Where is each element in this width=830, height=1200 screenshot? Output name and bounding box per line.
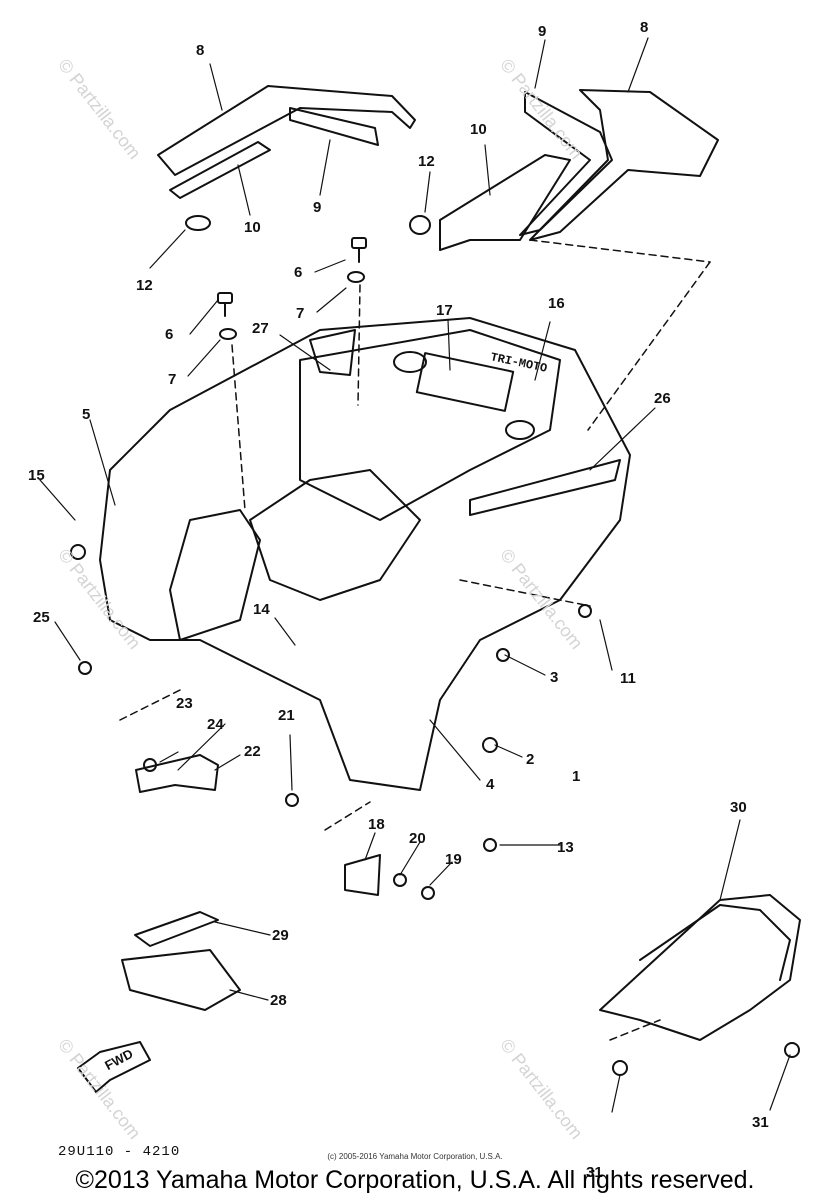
callout-12a: 12 [136,277,153,294]
callout-12b: 12 [418,153,435,170]
callout-21: 21 [278,707,295,724]
callout-13: 13 [557,839,574,856]
callout-28: 28 [270,992,287,1009]
callout-6b: 6 [165,326,174,343]
callout-29: 29 [272,927,289,944]
bracket-22 [135,754,219,793]
small-copyright: (c) 2005-2016 Yamaha Motor Corporation, … [327,1152,503,1161]
callout-20: 20 [409,830,426,847]
grommet-12-left [185,215,211,231]
callout-30: 30 [730,799,747,816]
callout-8a: 8 [196,42,205,59]
fender-side-panel [169,509,261,641]
bracket-18 [344,854,381,896]
rear-fender [99,317,631,791]
callout-18: 18 [368,816,385,833]
callout-10b: 10 [470,121,487,138]
flap-10-right [439,154,571,251]
grommet-12-right [409,215,431,235]
callout-4: 4 [486,776,495,793]
callout-9a: 9 [313,199,322,216]
plate-29 [134,911,219,947]
fwd-arrow [77,1041,151,1093]
callout-15: 15 [28,467,45,484]
callout-25: 25 [33,609,50,626]
callout-31b: 31 [586,1164,603,1181]
flap-9-left [289,107,379,146]
callout-27: 27 [252,320,269,337]
callout-7b: 7 [168,371,177,388]
flap-8-left [157,85,416,176]
callout-23: 23 [176,695,193,712]
fender-inner-cutout [249,469,421,601]
fender-window-17 [415,352,515,412]
flap-9-right [519,91,613,236]
callout-3: 3 [550,669,559,686]
callout-19: 19 [445,851,462,868]
callout-1: 1 [572,768,581,785]
washer-7-a [347,271,365,283]
callout-6a: 6 [294,264,303,281]
copyright-notice: ©2013 Yamaha Motor Corporation, U.S.A. A… [75,1166,755,1194]
bolt-6-b [217,292,233,304]
callout-2: 2 [526,751,535,768]
diagram-part-number: 29U110 - 4210 [58,1144,181,1160]
callout-24: 24 [207,716,224,733]
callout-8b: 8 [640,19,649,36]
callout-5: 5 [82,406,91,423]
callout-11: 11 [620,670,636,687]
flap-8-right [529,89,719,241]
reflector-26 [469,459,621,516]
callout-9b: 9 [538,23,547,40]
callout-14: 14 [253,601,270,618]
flap-28 [121,949,241,1011]
callout-31a: 31 [752,1114,769,1131]
callout-10a: 10 [244,219,261,236]
flap-10-left [169,141,271,199]
bolt-6-a [351,237,367,249]
grab-bar-30 [599,894,801,1041]
callout-26: 26 [654,390,671,407]
callout-7a: 7 [296,305,305,322]
callout-22: 22 [244,743,261,760]
callout-17: 17 [436,302,453,319]
fender-top-deck [299,329,561,521]
callout-16: 16 [548,295,565,312]
washer-7-b [219,328,237,340]
